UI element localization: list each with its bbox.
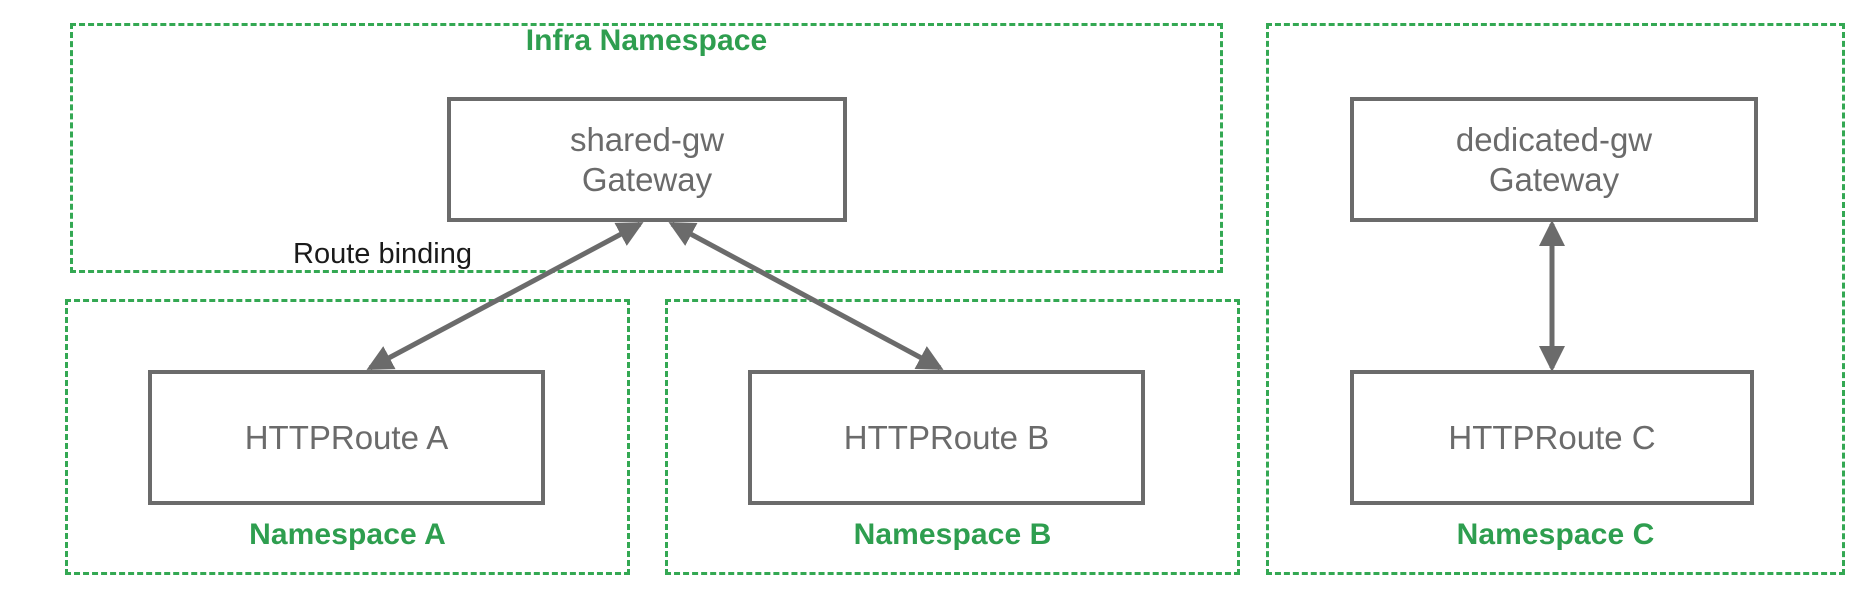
node-shared-gw-name: shared-gw (569, 120, 725, 158)
node-httproute-b[interactable]: HTTPRoute B (748, 370, 1145, 505)
namespace-box-infra (70, 23, 1223, 273)
namespace-box-c (1266, 23, 1845, 575)
namespace-label-infra: Infra Namespace (525, 24, 768, 57)
namespace-label-b: Namespace B (853, 518, 1052, 551)
edge-label-route-binding: Route binding (293, 238, 472, 270)
namespace-label-c: Namespace C (1456, 518, 1655, 551)
node-dedicated-gw-kind: Gateway (1488, 160, 1620, 198)
node-dedicated-gw-gateway[interactable]: dedicated-gw Gateway (1350, 97, 1758, 222)
node-shared-gw-gateway[interactable]: shared-gw Gateway (447, 97, 847, 222)
node-dedicated-gw-name: dedicated-gw (1455, 120, 1653, 158)
namespace-label-a: Namespace A (249, 518, 446, 551)
node-httproute-c-name: HTTPRoute C (1448, 418, 1656, 456)
namespace-box-a (65, 299, 630, 575)
node-httproute-a-name: HTTPRoute A (244, 418, 449, 456)
node-httproute-b-name: HTTPRoute B (843, 418, 1050, 456)
namespace-box-b (665, 299, 1240, 575)
node-httproute-c[interactable]: HTTPRoute C (1350, 370, 1754, 505)
node-httproute-a[interactable]: HTTPRoute A (148, 370, 545, 505)
node-shared-gw-kind: Gateway (581, 160, 713, 198)
